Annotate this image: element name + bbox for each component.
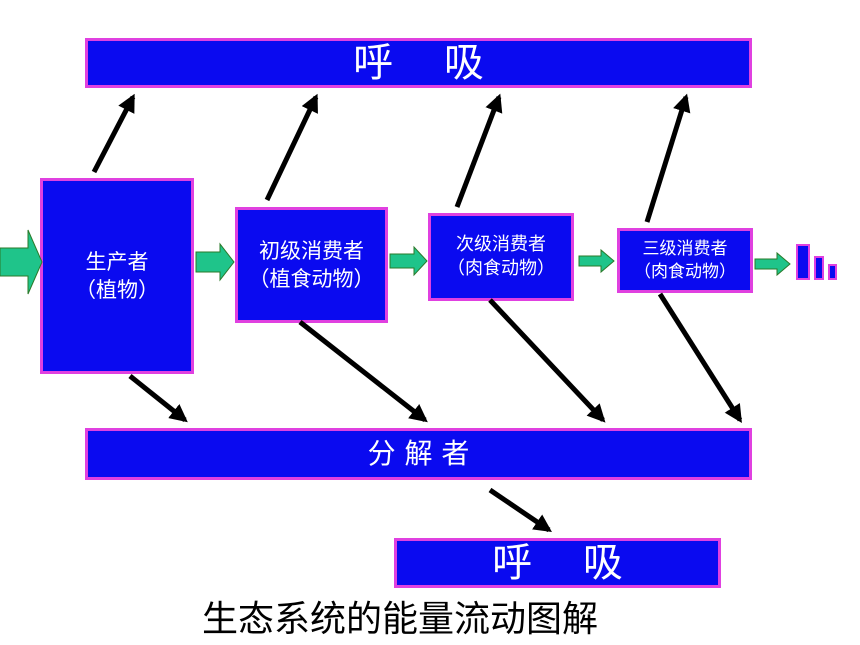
secondary-consumer-box: 次级消费者 （肉食动物） — [428, 213, 574, 301]
respiration-arrow-tertiary — [644, 93, 691, 223]
respiration-arrow-primary — [264, 93, 319, 202]
primary-consumer-box: 初级消费者 （植食动物） — [235, 207, 388, 323]
secondary-consumer-sublabel: （肉食动物） — [447, 258, 555, 279]
producer-label: 生产者 — [85, 249, 149, 274]
diagram-caption: 生态系统的能量流动图解 — [201, 599, 598, 640]
decomposer-bar: 分 解 者 — [85, 428, 752, 480]
flow-arrow-tertiary-out — [754, 251, 791, 277]
tertiary-consumer-sublabel: （肉食动物） — [634, 261, 736, 282]
primary-consumer-label: 初级消费者 — [259, 238, 364, 263]
respiration-label-top: 呼 吸 — [353, 40, 484, 86]
tertiary-consumer-box: 三级消费者 （肉食动物） — [617, 228, 753, 293]
respiration-arrow-secondary — [454, 93, 503, 208]
flow-arrow-producer-primary — [195, 242, 235, 282]
decomposer-arrow-secondary — [488, 298, 606, 423]
primary-consumer-sublabel: （植食动物） — [248, 267, 375, 291]
energy-bar-3 — [828, 264, 837, 280]
respiration-bar-top: 呼 吸 — [85, 38, 752, 88]
producer-sublabel: （植物） — [75, 278, 159, 302]
decomposer-respiration-arrow — [488, 487, 552, 533]
respiration-bar-bottom: 呼 吸 — [394, 538, 721, 588]
energy-input-arrow — [0, 229, 43, 295]
respiration-label-bottom: 呼 吸 — [492, 540, 623, 586]
decomposer-arrow-tertiary — [657, 292, 743, 424]
tertiary-consumer-label: 三级消费者 — [642, 238, 728, 259]
decomposer-arrow-primary — [298, 320, 428, 423]
secondary-consumer-label: 次级消费者 — [456, 233, 546, 255]
flow-arrow-primary-secondary — [389, 245, 428, 277]
energy-bar-1 — [796, 244, 810, 280]
respiration-arrow-producer — [91, 93, 136, 174]
energy-bar-2 — [814, 256, 824, 280]
flow-arrow-secondary-tertiary — [578, 248, 615, 274]
decomposer-arrow-producer — [128, 374, 188, 423]
decomposer-label: 分 解 者 — [367, 437, 470, 471]
producer-box: 生产者 （植物） — [40, 178, 194, 374]
